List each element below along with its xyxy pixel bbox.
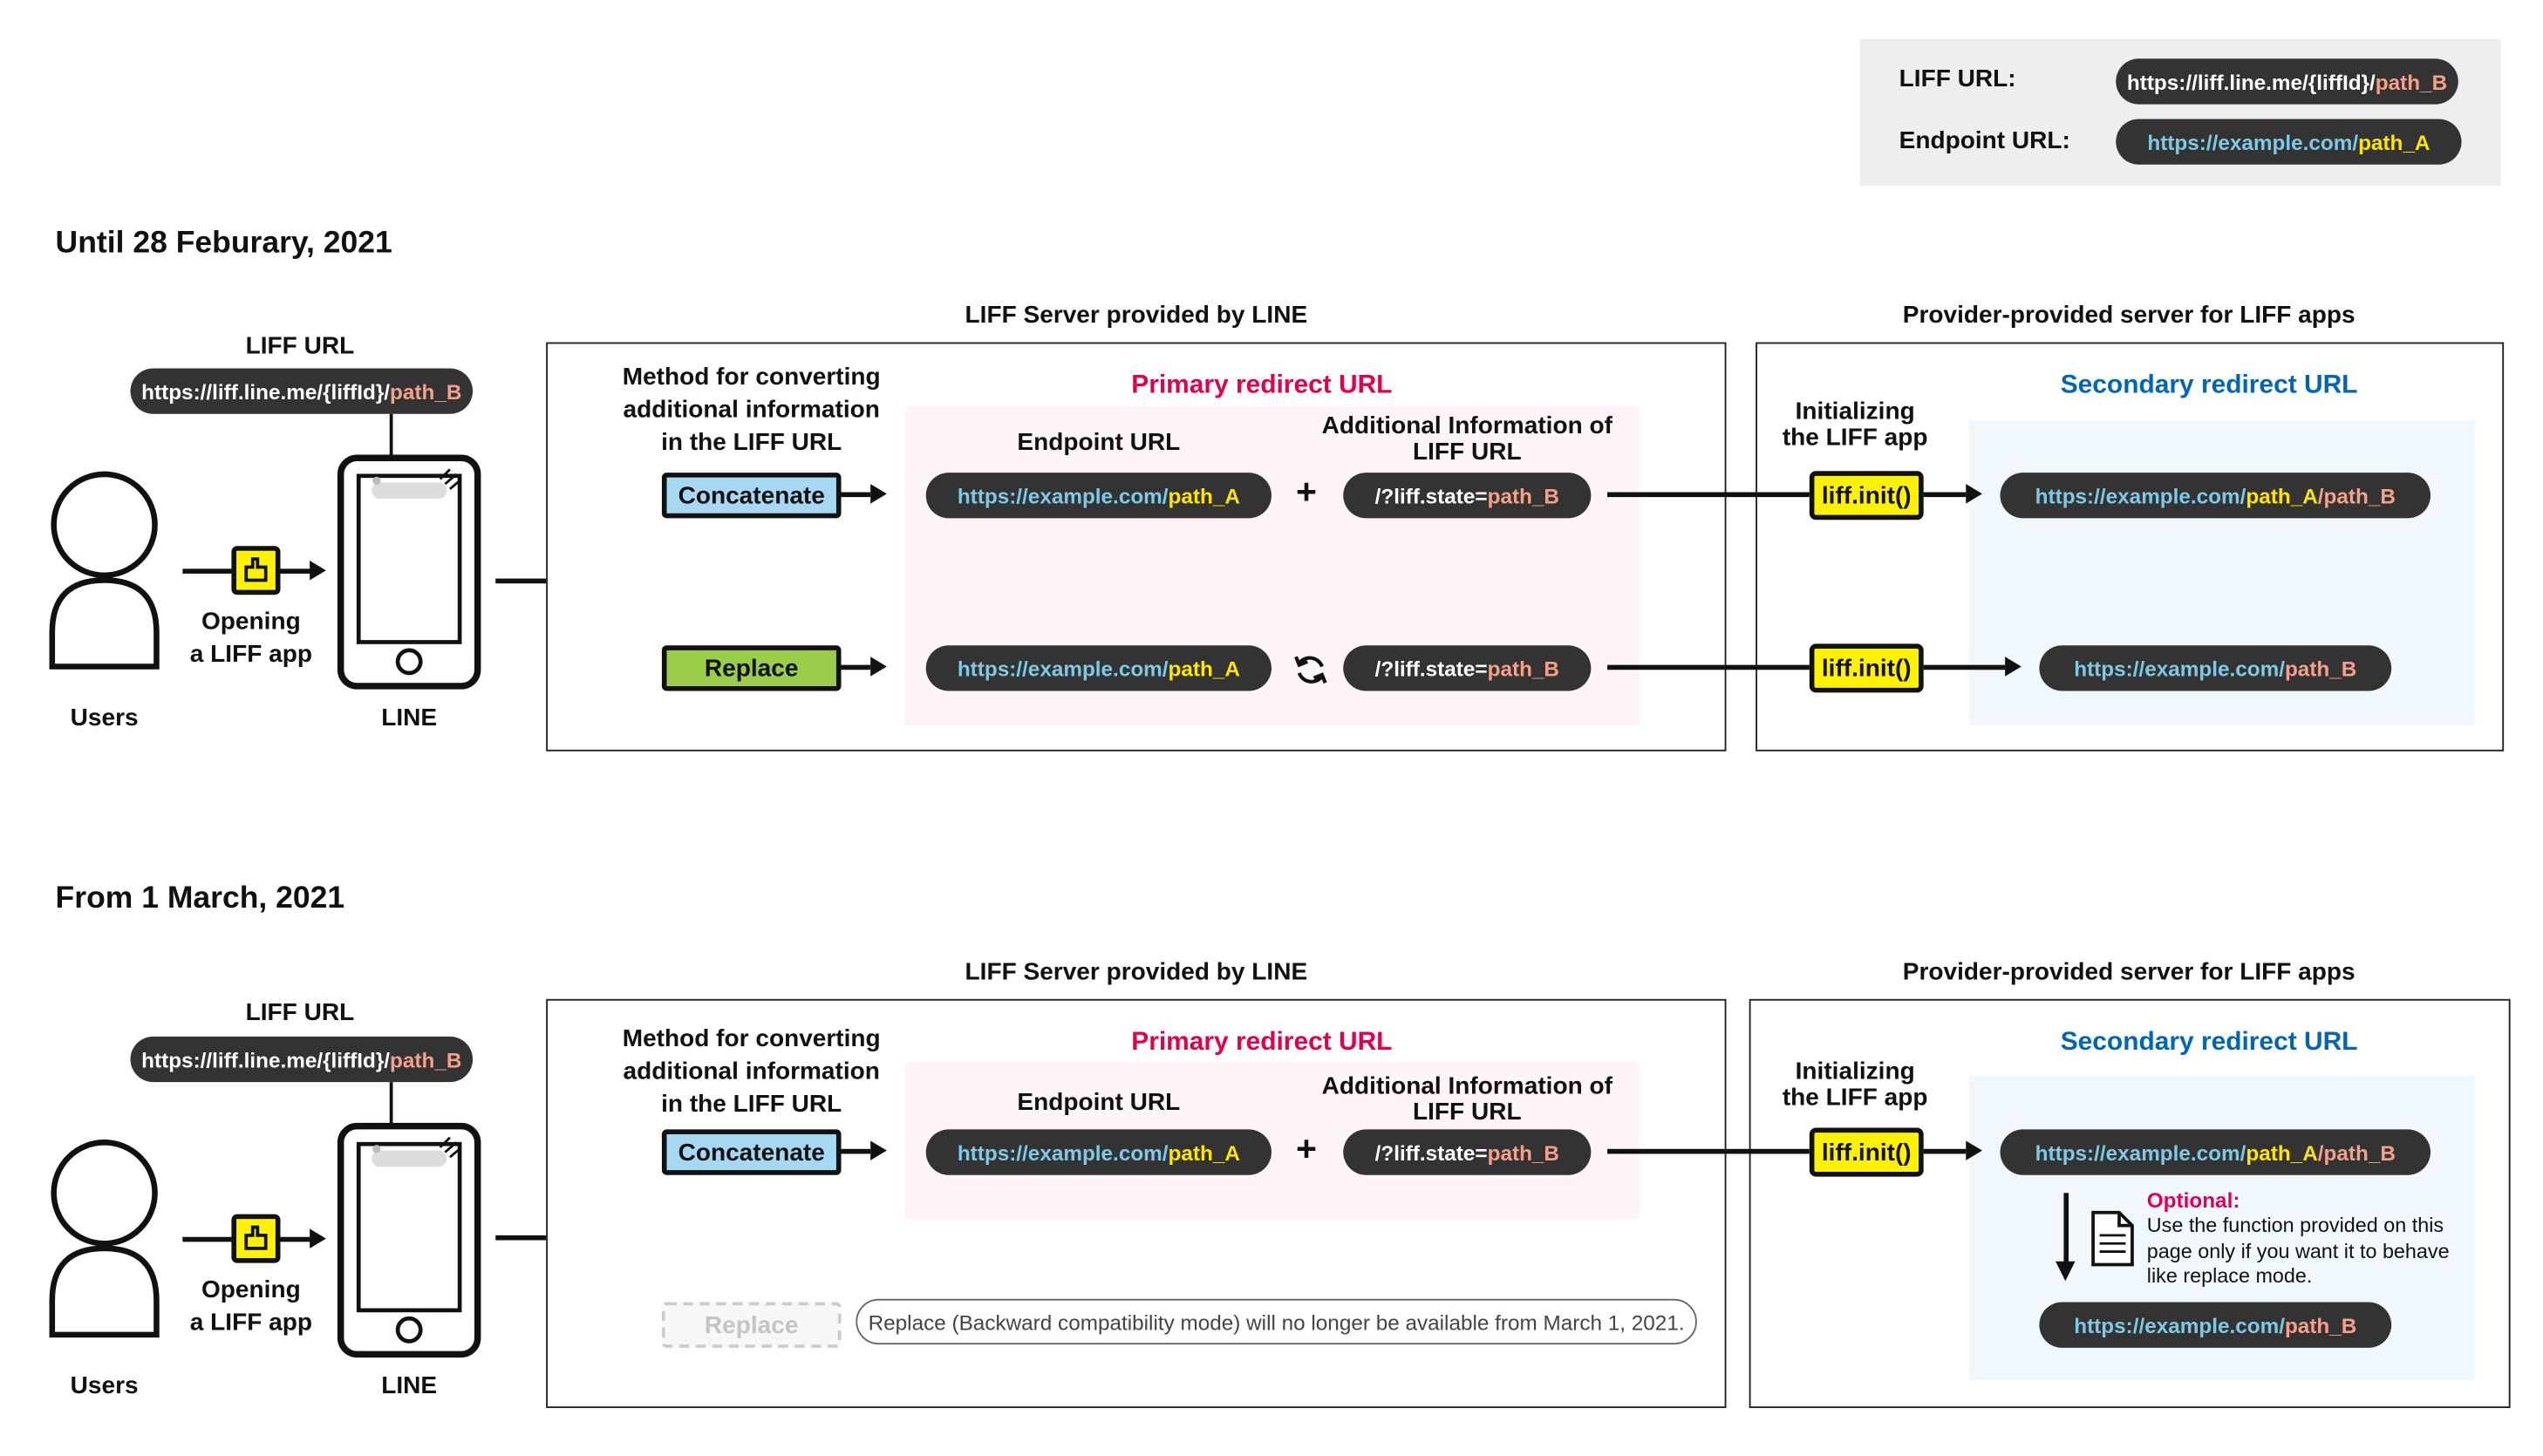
concat-to-init <box>1607 492 1810 498</box>
init-concat-arrow <box>1923 1148 1967 1154</box>
method-label: Method for converting additional informa… <box>622 1024 881 1119</box>
section1-heading: Until 28 Feburary, 2021 <box>55 226 392 262</box>
secondary-final-pill: https://example.com/path_B <box>2039 1302 2392 1348</box>
init-concat-arrowhead <box>1966 1140 1982 1160</box>
concat-state-pill: /?liff.state=path_B <box>1343 473 1592 519</box>
reload-icon <box>1294 656 1327 684</box>
provider-server-title: Provider-provided server for LIFF apps <box>1902 958 2356 986</box>
legend-liff-url: https://liff.line.me/{liffId}/path_B <box>2116 58 2458 105</box>
concat-endpoint-pill: https://example.com/path_A <box>925 1129 1272 1175</box>
plus-icon: + <box>1296 1127 1318 1169</box>
users-label: Users <box>70 1371 139 1400</box>
open-arrow-line <box>182 1236 232 1242</box>
initializing-label: Initializing the LIFF app <box>1782 1058 1928 1112</box>
replace-button-disabled: Replace <box>661 1302 842 1348</box>
secondary-title: Secondary redirect URL <box>2060 1028 2358 1057</box>
concat-arrow <box>841 492 871 498</box>
initializing-label: Initializing the LIFF app <box>1782 398 1928 452</box>
legend-endpoint-label: Endpoint URL: <box>1899 126 2070 155</box>
liff-url-connector <box>389 1082 393 1132</box>
replace-note: Replace (Backward compatibility mode) wi… <box>856 1298 1697 1345</box>
replace-state-pill: /?liff.state=path_B <box>1343 645 1592 691</box>
legend-endpoint-url: https://example.com/path_A <box>2116 119 2462 165</box>
open-arrow-line-2 <box>278 1236 312 1242</box>
open-arrowhead <box>310 1228 326 1248</box>
init-replace-arrowhead <box>2005 657 2021 677</box>
init-concat-arrowhead <box>1966 484 1982 504</box>
secondary-concat-pill: https://example.com/path_A/path_B <box>2000 1129 2431 1175</box>
tap-icon <box>231 1214 281 1263</box>
line-label: LINE <box>381 1371 438 1400</box>
concat-endpoint-pill: https://example.com/path_A <box>925 473 1272 519</box>
init-concat-arrow <box>1923 492 1967 498</box>
concatenate-button[interactable]: Concatenate <box>661 473 842 519</box>
liff-url-label: LIFF URL <box>245 332 355 361</box>
liff-url-pill: https://liff.line.me/{liffId}/path_B <box>130 368 474 414</box>
opening-label: Opening a LIFF app <box>189 608 312 669</box>
replace-to-init <box>1607 664 1810 670</box>
liff-url-label: LIFF URL <box>245 998 355 1027</box>
endpoint-url-label: Endpoint URL <box>1017 1088 1181 1117</box>
concat-state-pill: /?liff.state=path_B <box>1343 1129 1592 1175</box>
additional-info-label: Additional Information of LIFF URL <box>1321 1072 1612 1126</box>
concat-arrowhead <box>870 1140 887 1160</box>
user-icon <box>49 471 160 670</box>
replace-endpoint-pill: https://example.com/path_A <box>925 645 1272 691</box>
endpoint-url-label: Endpoint URL <box>1017 428 1181 457</box>
optional-down-arrowhead <box>2056 1261 2076 1282</box>
tap-icon <box>231 546 281 595</box>
open-arrowhead <box>310 561 326 581</box>
open-arrow-line-2 <box>278 568 312 574</box>
init-replace-arrow <box>1923 664 2006 670</box>
liff-server-title: LIFF Server provided by LINE <box>965 301 1308 330</box>
plus-icon: + <box>1296 471 1318 512</box>
optional-down-line <box>2063 1193 2069 1265</box>
smartphone-icon <box>337 1122 481 1358</box>
user-icon <box>49 1140 160 1338</box>
method-label: Method for converting additional informa… <box>622 363 881 457</box>
concat-arrow <box>841 1148 871 1154</box>
section2-heading: From 1 March, 2021 <box>55 881 345 916</box>
document-icon <box>2091 1210 2134 1267</box>
concatenate-button[interactable]: Concatenate <box>661 1129 842 1175</box>
users-label: Users <box>70 704 139 732</box>
concat-arrowhead <box>870 484 887 504</box>
liff-url-pill: https://liff.line.me/{liffId}/path_B <box>130 1036 474 1083</box>
optional-title: Optional: <box>2146 1187 2240 1213</box>
replace-arrow <box>841 664 871 670</box>
open-arrow-line <box>182 568 232 574</box>
replace-button[interactable]: Replace <box>661 645 842 691</box>
secondary-title: Secondary redirect URL <box>2060 371 2358 399</box>
liff-init-concat: liff.init() <box>1809 471 1924 520</box>
additional-info-label: Additional Information of LIFF URL <box>1321 412 1612 466</box>
primary-title: Primary redirect URL <box>1131 1028 1393 1057</box>
opening-label: Opening a LIFF app <box>189 1276 312 1337</box>
legend-liff-label: LIFF URL: <box>1899 65 2016 93</box>
primary-title: Primary redirect URL <box>1131 371 1393 399</box>
liff-server-title: LIFF Server provided by LINE <box>965 958 1308 986</box>
liff-init-replace: liff.init() <box>1809 643 1924 693</box>
secondary-replace-pill: https://example.com/path_B <box>2039 645 2392 691</box>
liff-init-concat: liff.init() <box>1809 1127 1924 1177</box>
replace-arrowhead <box>870 657 887 677</box>
secondary-concat-pill: https://example.com/path_A/path_B <box>2000 473 2431 519</box>
concat-to-init <box>1607 1148 1810 1154</box>
provider-server-title: Provider-provided server for LIFF apps <box>1902 301 2356 330</box>
optional-text: Use the function provided on this page o… <box>2146 1214 2450 1288</box>
liff-url-connector <box>389 413 393 463</box>
smartphone-icon <box>337 454 481 690</box>
line-label: LINE <box>381 704 438 732</box>
